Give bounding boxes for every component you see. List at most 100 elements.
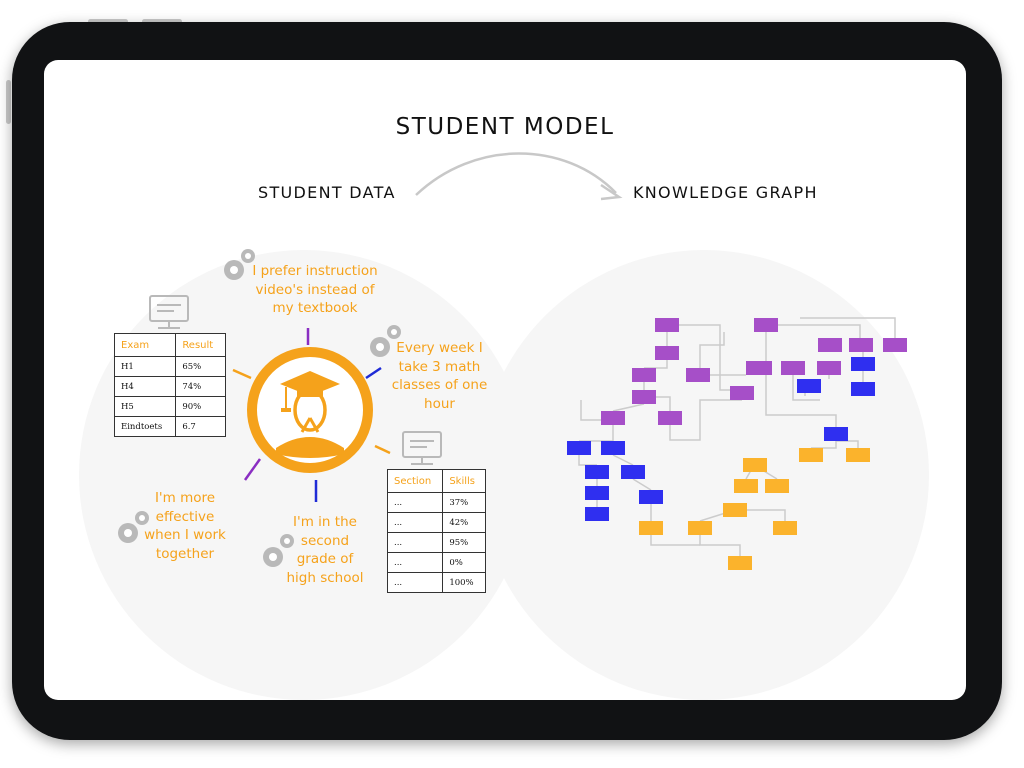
quote-line: together (155, 545, 215, 562)
graph-node (846, 448, 870, 462)
quote-grade: I'm in the second grade of high school (270, 513, 380, 587)
quote-line: high school (286, 569, 364, 586)
quote-line: when I work (144, 527, 226, 543)
graph-node (746, 361, 772, 375)
page-title: STUDENT MODEL (395, 114, 615, 140)
table-cell: 37% (442, 492, 486, 513)
graph-edge (612, 403, 645, 412)
graph-edge (632, 478, 652, 491)
graph-node (639, 490, 663, 504)
column-header: Result (175, 333, 226, 357)
graph-node (883, 338, 907, 352)
spoke (243, 458, 262, 481)
table-cell: ... (386, 532, 444, 553)
gear-icon (118, 511, 149, 543)
graph-node (754, 318, 778, 332)
monitor-icon (149, 295, 189, 329)
quote-line: second (300, 532, 350, 549)
table-cell: 6.7 (175, 416, 226, 437)
table-row: ... 0% (386, 552, 486, 573)
quote-line: I'm more (154, 490, 216, 506)
graph-node (765, 479, 789, 493)
graph-edge (800, 317, 896, 345)
graph-node (621, 465, 645, 479)
table-cell: ... (386, 572, 444, 593)
graph-node (730, 386, 754, 400)
spoke (232, 368, 252, 380)
graph-node (601, 441, 625, 455)
table-cell: ... (386, 552, 444, 573)
graph-node (632, 390, 656, 404)
tablet-volume-button (88, 19, 128, 24)
tablet-power-button (142, 19, 182, 24)
quote-together: I'm more effective when I work together (137, 489, 233, 563)
tablet-side-button (6, 80, 11, 124)
table-cell: ... (386, 512, 444, 533)
graph-node (851, 382, 875, 396)
table-cell: 0% (442, 552, 486, 573)
graph-node (851, 357, 875, 371)
flow-arrow-head (600, 183, 623, 201)
table-header-row: Exam Result (113, 333, 226, 357)
table-cell: H5 (113, 396, 177, 417)
table-cell: 100% (442, 572, 486, 593)
gear-icon (263, 534, 294, 567)
graph-node (797, 379, 821, 393)
column-header: Section (386, 469, 444, 493)
gear-icon (370, 325, 401, 357)
table-cell: ... (386, 492, 444, 513)
table-cell: 42% (442, 512, 486, 533)
table-row: H5 90% (113, 396, 226, 417)
quote-line: classes of one (391, 377, 488, 393)
graph-node (773, 521, 797, 535)
diagram-canvas (79, 152, 929, 700)
graph-node (734, 479, 758, 493)
graph-edge (699, 535, 741, 556)
quote-line: I prefer instruction (252, 263, 378, 279)
knowledge-graph-heading: KNOWLEDGE GRAPH (633, 183, 818, 202)
quote-line: Every week I (396, 340, 483, 356)
column-header: Exam (113, 333, 177, 357)
graph-edge (699, 332, 725, 368)
graph-node (655, 318, 679, 332)
table-row: H4 74% (113, 376, 226, 397)
column-header: Skills (442, 469, 486, 493)
table-cell: H1 (113, 356, 177, 377)
flow-arrow (415, 152, 617, 196)
spoke (374, 444, 391, 455)
skills-table: Section Skills ... 37% ... 42% ... 95% .… (386, 469, 486, 593)
table-cell: 95% (442, 532, 486, 553)
table-cell: 90% (175, 396, 226, 417)
graph-node (632, 368, 656, 382)
graph-node (743, 458, 767, 472)
graph-node (818, 338, 842, 352)
knowledge-graph (567, 317, 907, 570)
table-row: Eindtoets 6.7 (113, 416, 226, 437)
graph-node (781, 361, 805, 375)
student-data-heading: STUDENT DATA (258, 183, 396, 202)
table-cell: 65% (175, 356, 226, 377)
table-row: ... 100% (386, 572, 486, 593)
exam-results-table: Exam Result H1 65% H4 74% H5 90% Eindtoe… (113, 333, 226, 437)
quote-line: grade of (296, 551, 354, 567)
table-row: ... 42% (386, 512, 486, 533)
graph-node (799, 448, 823, 462)
quote-line: video's instead of (255, 281, 375, 298)
quote-instruction: I prefer instruction video's instead of … (240, 262, 390, 318)
graph-edge (735, 509, 786, 521)
graph-node (585, 507, 609, 521)
graph-edge (778, 324, 861, 338)
table-cell: 74% (175, 376, 226, 397)
table-row: ... 37% (386, 492, 486, 513)
quote-math: Every week I take 3 math classes of one … (387, 339, 492, 413)
graph-node (728, 556, 752, 570)
table-cell: Eindtoets (113, 416, 177, 437)
knowledge-graph-background-circle (479, 250, 929, 700)
spoke (365, 366, 382, 380)
graph-node (817, 361, 841, 375)
quote-line: take 3 math (398, 358, 481, 375)
graph-node (585, 465, 609, 479)
table-row: H1 65% (113, 356, 226, 377)
table-cell: H4 (113, 376, 177, 397)
monitor-icon (402, 431, 442, 465)
